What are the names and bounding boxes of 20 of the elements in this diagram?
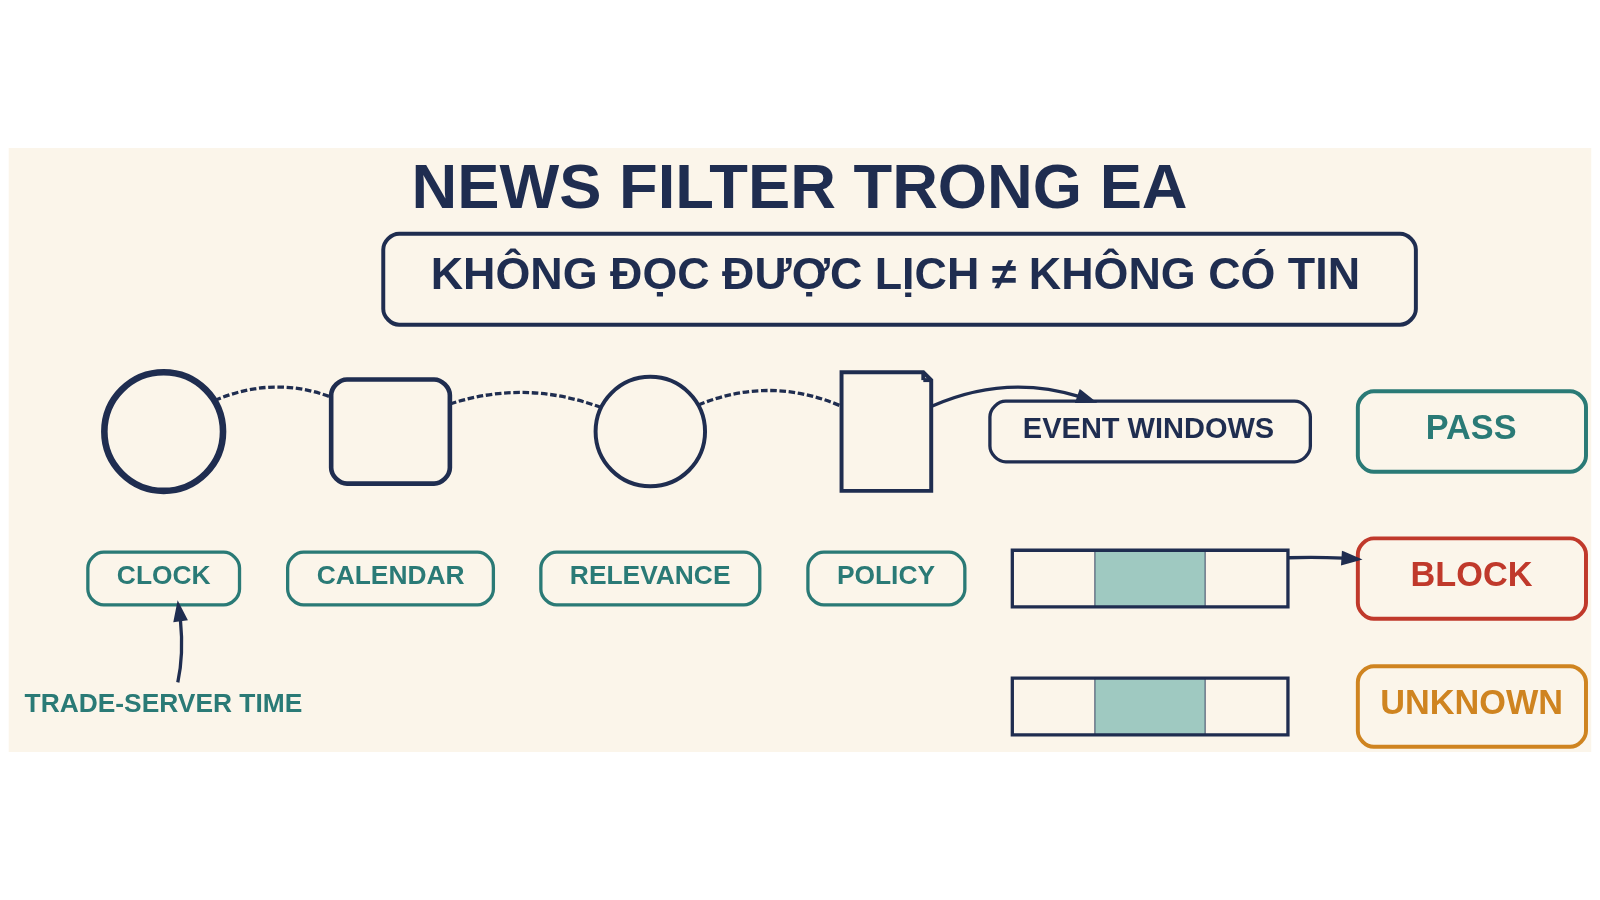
connector: [214, 385, 332, 403]
diagram-title: NEWS FILTER TRONG EA: [411, 150, 1188, 221]
arrow: [1288, 550, 1363, 566]
arrow: [931, 385, 1098, 408]
connector: [697, 388, 842, 408]
node-box: RELEVANCE: [539, 550, 762, 607]
node-box: PASS: [1355, 389, 1588, 474]
node-box: BLOCK: [1355, 536, 1588, 621]
arrow: [173, 600, 188, 683]
node-text: TRADE-SERVER TIME: [24, 687, 303, 718]
node-box: UNKNOWN: [1355, 664, 1588, 749]
node-box: EVENT WINDOWS: [988, 399, 1312, 464]
connector: [449, 390, 602, 410]
node-box: KHÔNG ĐỌC ĐƯỢC LỊCH ≠ KHÔNG CÓ TIN: [381, 231, 1418, 327]
node-box: CLOCK: [86, 550, 242, 607]
node-circle: [101, 368, 227, 495]
node-circle: [593, 374, 708, 489]
node-box: [328, 377, 453, 486]
node-box: POLICY: [806, 550, 967, 607]
node-box: CALENDAR: [286, 550, 496, 607]
